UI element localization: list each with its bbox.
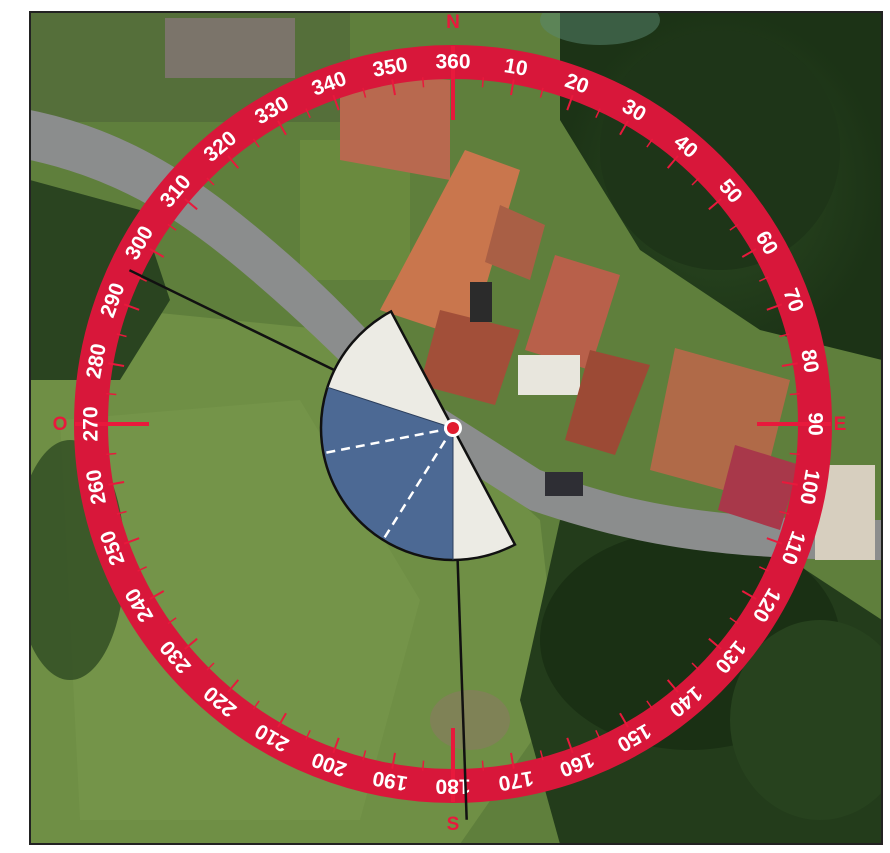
- compass-tick: [391, 752, 396, 769]
- sector-dashed-line: [323, 426, 454, 455]
- viewshed-sector[interactable]: [319, 309, 517, 562]
- compass-degree-label: 80: [796, 348, 823, 375]
- compass-tick: [277, 712, 287, 728]
- compass-tick: [305, 108, 311, 118]
- compass-tick: [108, 481, 125, 486]
- compass-tick: [708, 198, 722, 211]
- compass-tick: [421, 77, 425, 88]
- compass-tick: [779, 510, 790, 515]
- compass-tick: [741, 590, 757, 600]
- sector-dashed-line: [381, 427, 455, 541]
- compass-tick: [362, 750, 367, 761]
- sector-light-wedge[interactable]: [327, 311, 453, 428]
- compass-tick: [789, 452, 800, 456]
- compass-tick: [691, 662, 700, 671]
- compass-tick: [779, 333, 790, 338]
- cardinal-west: O: [53, 414, 68, 435]
- compass-tick: [332, 737, 340, 754]
- compass-tick: [619, 712, 629, 728]
- direction-line: [128, 269, 337, 373]
- sector-light-wedge[interactable]: [453, 428, 515, 560]
- direction-line: [456, 557, 468, 820]
- compass-tick: [116, 510, 127, 515]
- compass-degree-label: 180: [435, 775, 470, 798]
- compass-tick: [252, 700, 260, 710]
- compass-tick: [123, 303, 140, 311]
- compass-tick: [184, 637, 198, 650]
- compass-tick: [106, 392, 117, 396]
- cardinal-east: E: [834, 414, 847, 435]
- compass-tick: [332, 94, 340, 111]
- compass-tick: [729, 223, 739, 231]
- compass-tick: [184, 198, 198, 211]
- cardinal-north: N: [446, 12, 460, 33]
- compass-tick: [137, 276, 147, 282]
- compass-tick: [539, 87, 544, 98]
- compass-tick: [421, 760, 425, 771]
- compass-tick: [566, 94, 574, 111]
- satellite-imagery: [30, 12, 882, 844]
- compass-tick: [149, 248, 165, 258]
- compass-tick: [206, 662, 215, 671]
- compass-tick: [646, 700, 654, 710]
- sector-outline: [319, 309, 517, 562]
- compass-tick: [666, 679, 679, 693]
- compass-tick: [510, 79, 515, 96]
- compass-tick: [781, 362, 798, 367]
- compass-tick: [766, 537, 783, 545]
- compass-tick: [789, 392, 800, 396]
- compass-tick: [539, 750, 544, 761]
- compass-tick: [646, 138, 654, 148]
- sector-divider: [327, 386, 454, 429]
- compass-degree-label: 90: [804, 412, 827, 435]
- compass-tick: [781, 481, 798, 486]
- compass-tick: [566, 737, 574, 754]
- compass-tick: [305, 730, 311, 740]
- compass-tick: [206, 177, 215, 186]
- direction-lines: [128, 269, 468, 820]
- compass-tick: [510, 752, 515, 769]
- compass-ticks: [75, 46, 831, 802]
- compass-tick: [108, 362, 125, 367]
- compass-tick: [227, 155, 240, 169]
- map-frame: [29, 11, 883, 845]
- cardinal-south: S: [447, 814, 460, 835]
- compass-tick: [362, 87, 367, 98]
- compass-tick: [759, 276, 769, 282]
- compass-tick: [252, 138, 260, 148]
- compass-tick: [481, 760, 485, 771]
- compass-tick: [759, 566, 769, 572]
- compass-tick: [137, 566, 147, 572]
- compass-tick: [277, 120, 287, 136]
- compass-degree-label: 270: [80, 406, 103, 441]
- sector-dark-wedge[interactable]: [321, 387, 453, 560]
- compass-tick: [391, 79, 396, 96]
- compass-tick: [595, 730, 601, 740]
- compass-tick: [149, 590, 165, 600]
- compass-tick: [167, 617, 177, 625]
- center-marker[interactable]: [447, 422, 459, 434]
- compass-tick: [481, 77, 485, 88]
- compass-tick: [106, 452, 117, 456]
- compass-tick: [666, 155, 679, 169]
- compass-tick: [766, 303, 783, 311]
- compass-degree-label: 10: [502, 54, 529, 81]
- compass-tick: [741, 248, 757, 258]
- compass-tick: [227, 679, 240, 693]
- compass-tick: [116, 333, 127, 338]
- compass-tick: [595, 108, 601, 118]
- compass-tick: [729, 617, 739, 625]
- compass-tick: [123, 537, 140, 545]
- compass-tick: [708, 637, 722, 650]
- compass-tick: [691, 177, 700, 186]
- compass-tick: [167, 223, 177, 231]
- compass-tick: [619, 120, 629, 136]
- compass-degree-label: 360: [435, 51, 470, 74]
